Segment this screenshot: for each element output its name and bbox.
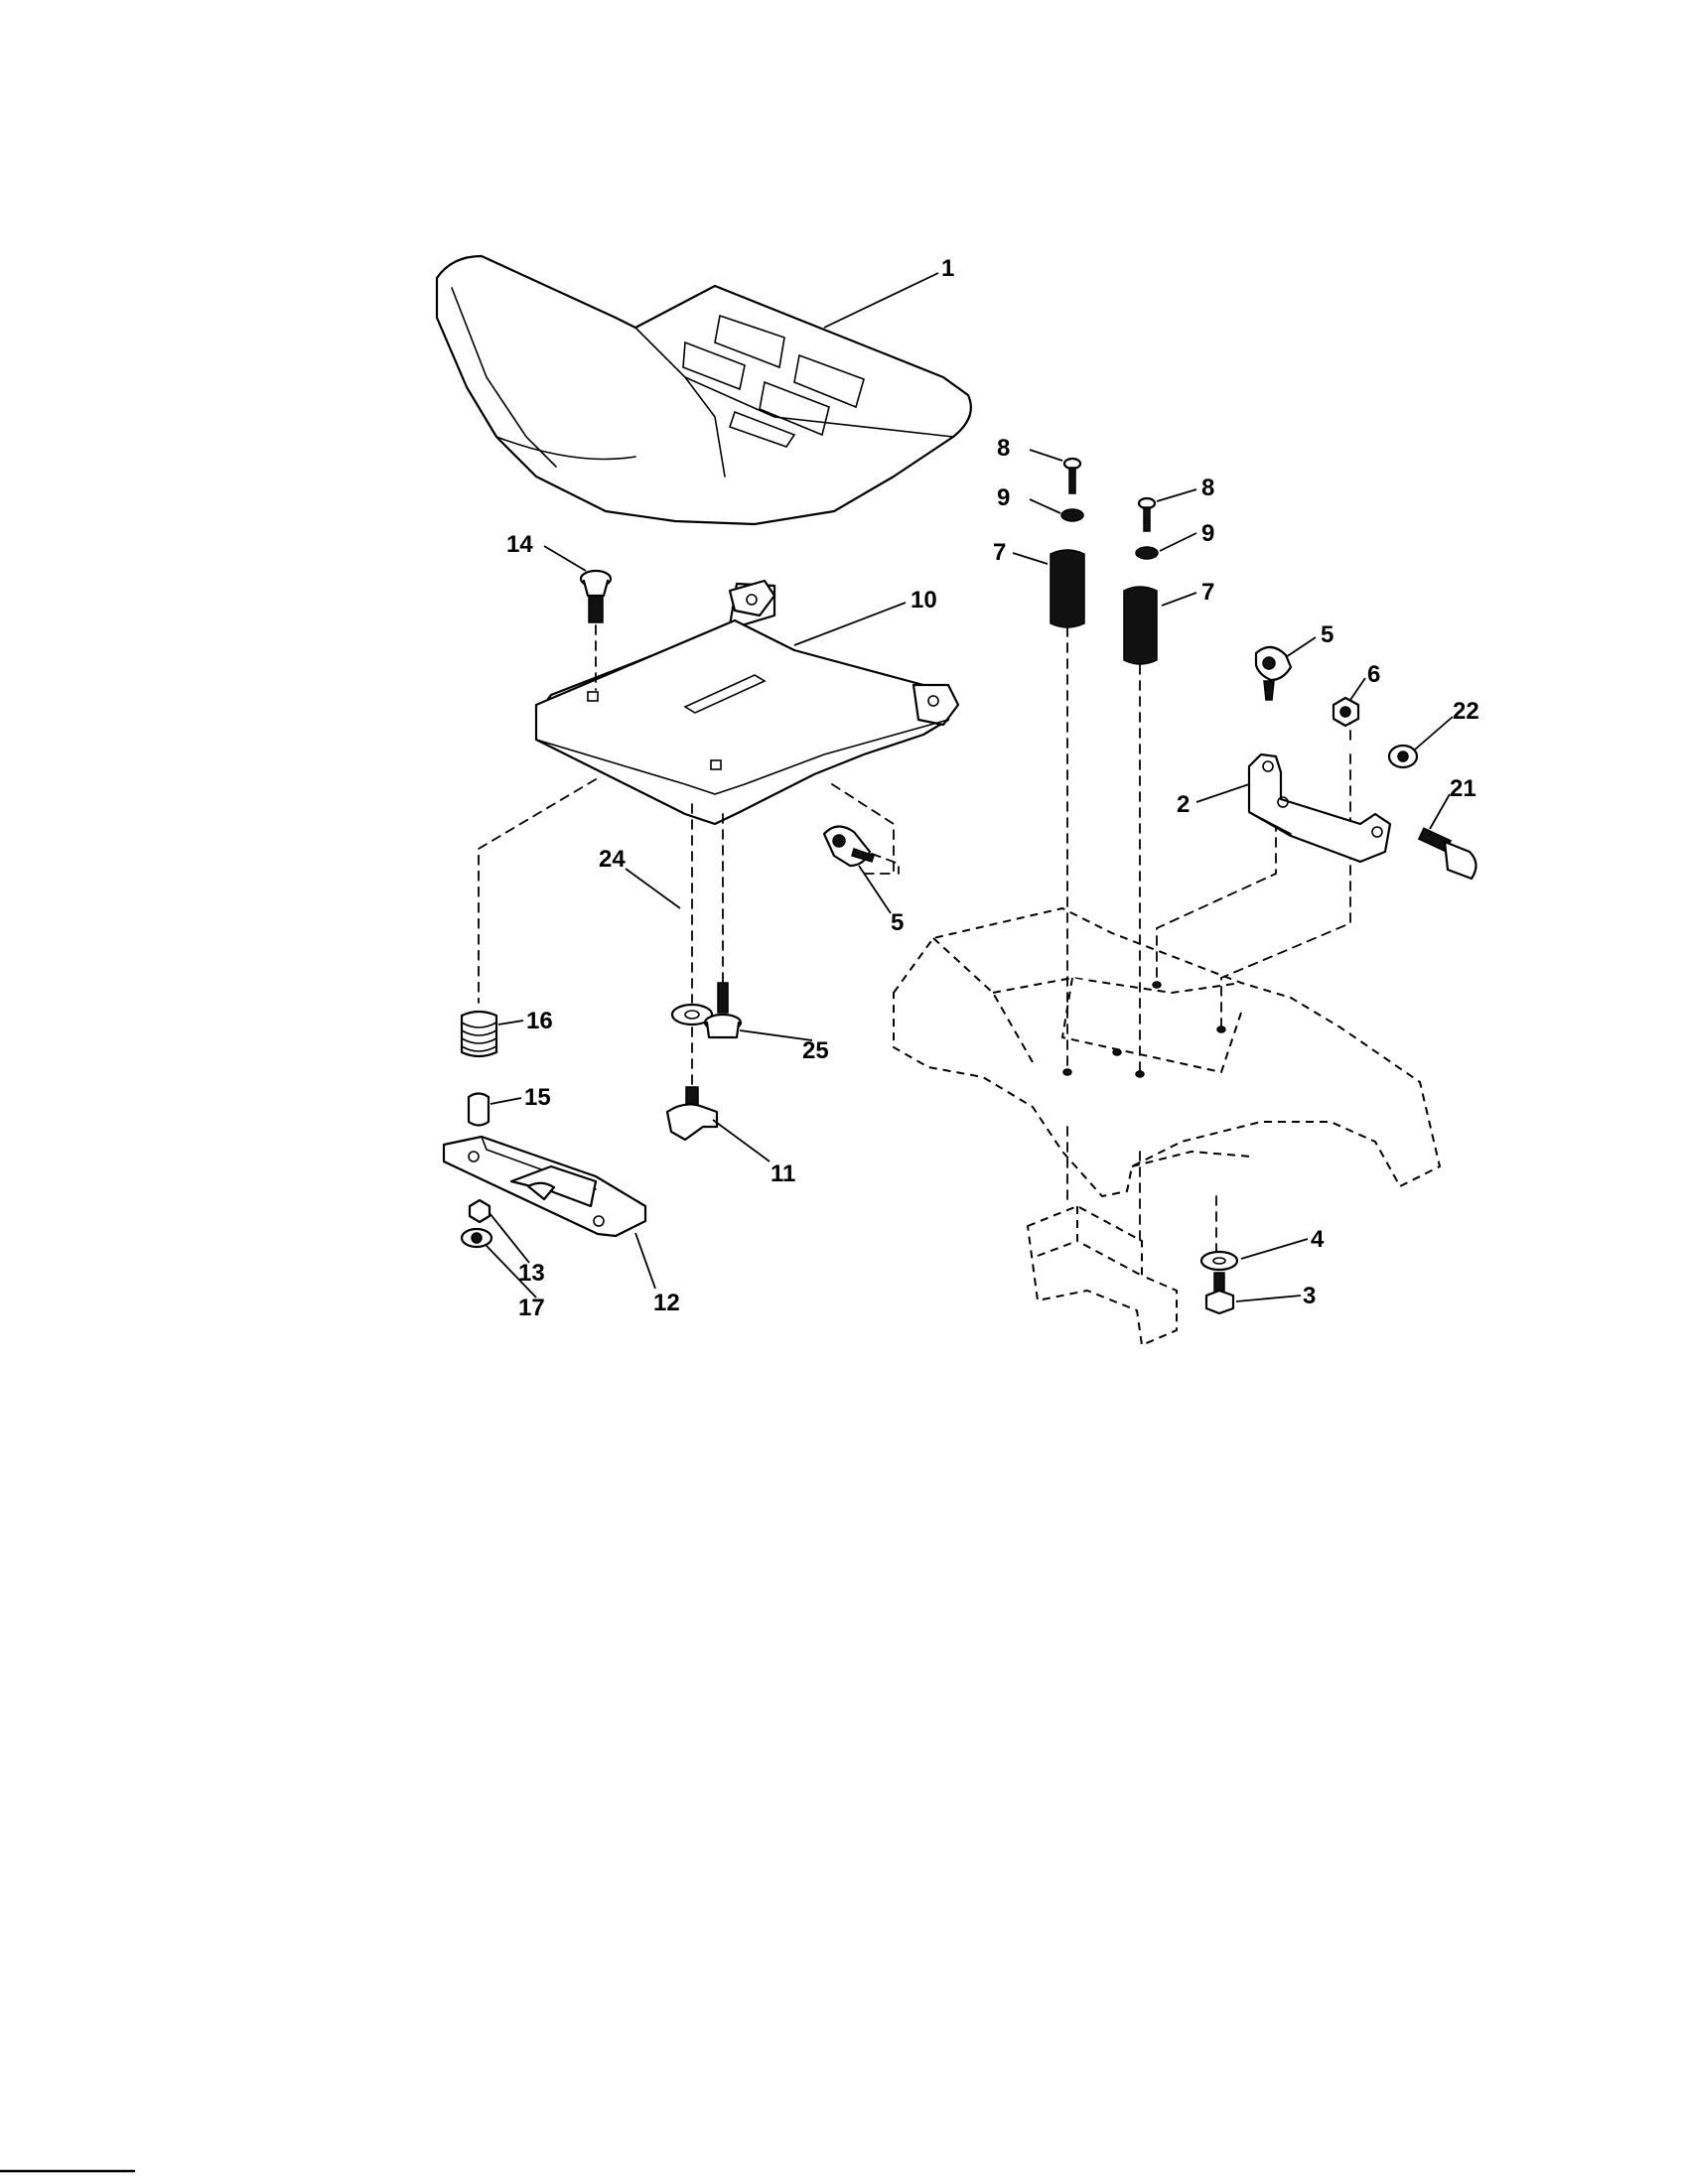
washer-right bbox=[1135, 546, 1159, 560]
fender-bracket bbox=[1027, 1205, 1178, 1346]
spring-left bbox=[1050, 549, 1085, 628]
lock-nut bbox=[1332, 696, 1360, 728]
fender-housing bbox=[893, 907, 1441, 1197]
callout-6: 6 bbox=[1367, 661, 1380, 688]
spring-right bbox=[1123, 586, 1158, 665]
carriage-bolt bbox=[579, 569, 613, 623]
flange-nut bbox=[1387, 744, 1419, 769]
callout-labels: 1 10 14 8 9 7 8 9 7 5 6 22 21 2 5 24 25 … bbox=[506, 255, 1479, 1321]
callout-4: 4 bbox=[1311, 1226, 1325, 1253]
shoulder-screw-25 bbox=[703, 982, 743, 1039]
seat bbox=[435, 254, 972, 526]
callout-24: 24 bbox=[599, 846, 626, 873]
callout-5-lower: 5 bbox=[891, 909, 904, 936]
callout-8-left: 8 bbox=[997, 435, 1010, 462]
callout-12: 12 bbox=[653, 1290, 680, 1316]
callout-13: 13 bbox=[518, 1260, 545, 1287]
callout-1: 1 bbox=[941, 255, 954, 282]
shoulder-bolt bbox=[1417, 827, 1477, 881]
callout-11: 11 bbox=[771, 1160, 795, 1187]
callout-2: 2 bbox=[1177, 791, 1190, 818]
slide-plate bbox=[442, 1135, 647, 1238]
callout-15: 15 bbox=[524, 1084, 551, 1111]
flat-washer-4 bbox=[1199, 1250, 1239, 1272]
leader-lines bbox=[486, 272, 1454, 1302]
callout-10: 10 bbox=[911, 587, 937, 614]
callout-7-left: 7 bbox=[993, 539, 1006, 566]
hex-bolt-3 bbox=[1204, 1272, 1235, 1315]
compression-spring bbox=[460, 1010, 498, 1058]
callout-8-right: 8 bbox=[1201, 475, 1214, 501]
hex-nut-13 bbox=[468, 1198, 491, 1224]
callout-16: 16 bbox=[526, 1008, 553, 1034]
callout-22: 22 bbox=[1453, 698, 1479, 725]
knob-top bbox=[1254, 645, 1293, 701]
callout-5-top: 5 bbox=[1321, 621, 1333, 648]
bolt-left bbox=[1062, 457, 1082, 494]
callout-7-right: 7 bbox=[1201, 579, 1214, 606]
callout-9-left: 9 bbox=[997, 484, 1010, 511]
flat-washer-24 bbox=[670, 1003, 714, 1026]
seat-bracket bbox=[1247, 752, 1392, 864]
callout-21: 21 bbox=[1450, 775, 1476, 802]
callout-9-right: 9 bbox=[1201, 520, 1214, 547]
callout-3: 3 bbox=[1303, 1283, 1316, 1309]
callout-25: 25 bbox=[802, 1037, 829, 1064]
bolt-right bbox=[1137, 496, 1157, 532]
fender-holes bbox=[1062, 981, 1226, 1078]
washer-17 bbox=[460, 1227, 493, 1249]
callout-17: 17 bbox=[518, 1295, 545, 1321]
spacer bbox=[467, 1092, 491, 1127]
washer-left bbox=[1060, 508, 1084, 522]
callout-14: 14 bbox=[506, 531, 533, 558]
knob-lower bbox=[822, 825, 900, 875]
adjustment-knob bbox=[665, 1086, 719, 1142]
